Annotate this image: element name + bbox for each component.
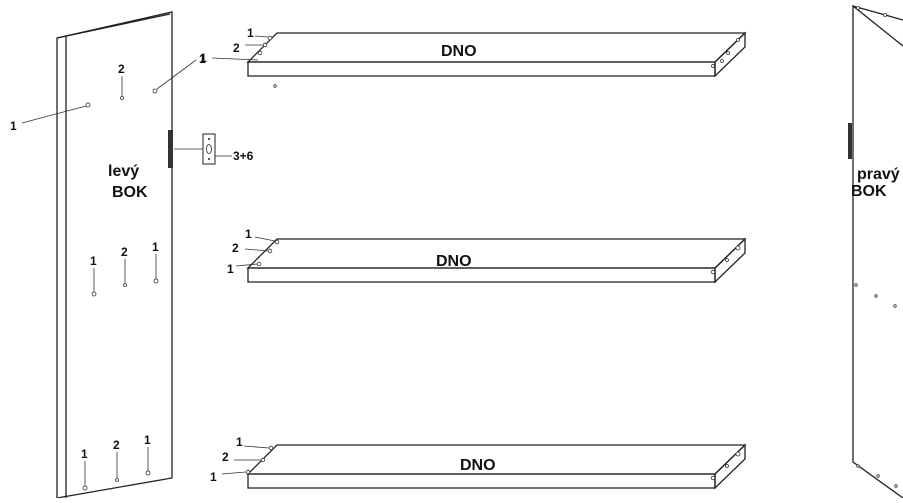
hole-label: 1 bbox=[247, 26, 254, 40]
hinge-label: 3+6 bbox=[233, 149, 254, 163]
hole bbox=[153, 278, 159, 284]
shelf: 1 2 1 DNO bbox=[227, 227, 747, 284]
left-side-panel: 1 2 1 1 2 1 1 2 1 levý BOK bbox=[10, 11, 206, 499]
hole-label: 1 bbox=[245, 227, 252, 241]
hole-label: 1 bbox=[210, 470, 217, 484]
hole-label: 1 bbox=[90, 254, 97, 268]
hole bbox=[120, 96, 124, 100]
shelf-name: DNO bbox=[460, 457, 496, 474]
shelf: 1 2 1 DNO bbox=[200, 26, 747, 88]
right-side-panel: pravý BOK bbox=[848, 4, 903, 499]
hole-label: 1 bbox=[199, 52, 206, 66]
hole-label: 2 bbox=[233, 41, 240, 55]
hinge-plate bbox=[168, 130, 173, 168]
hole-label: 1 bbox=[227, 262, 234, 276]
left-panel-name-line1: levý bbox=[108, 163, 139, 180]
hole-label: 1 bbox=[152, 240, 159, 254]
hole-label: 1 bbox=[144, 433, 151, 447]
left-panel-name-line2: BOK bbox=[112, 184, 148, 201]
hole-label: 2 bbox=[118, 62, 125, 76]
shelf-name: DNO bbox=[441, 43, 477, 60]
hole bbox=[152, 88, 158, 94]
hole-label: 1 bbox=[200, 51, 207, 65]
hole bbox=[82, 485, 88, 491]
hole-label: 2 bbox=[113, 438, 120, 452]
hole-label: 2 bbox=[222, 450, 229, 464]
hole bbox=[145, 470, 151, 476]
hole-label: 2 bbox=[232, 241, 239, 255]
hole bbox=[91, 291, 97, 297]
hole bbox=[123, 283, 127, 287]
hinge-callout: 3+6 bbox=[174, 133, 254, 165]
hole bbox=[85, 102, 91, 108]
right-panel-name-line1: pravý bbox=[857, 166, 900, 183]
hole-label: 1 bbox=[236, 435, 243, 449]
shelf-name: DNO bbox=[436, 253, 472, 270]
shelf: 1 2 1 DNO bbox=[210, 435, 747, 490]
hole-label: 1 bbox=[81, 447, 88, 461]
hole bbox=[115, 478, 119, 482]
hinge-plate bbox=[848, 123, 852, 159]
right-panel-name-line2: BOK bbox=[851, 183, 887, 200]
hole-label: 1 bbox=[10, 119, 17, 133]
hole-label: 2 bbox=[121, 245, 128, 259]
